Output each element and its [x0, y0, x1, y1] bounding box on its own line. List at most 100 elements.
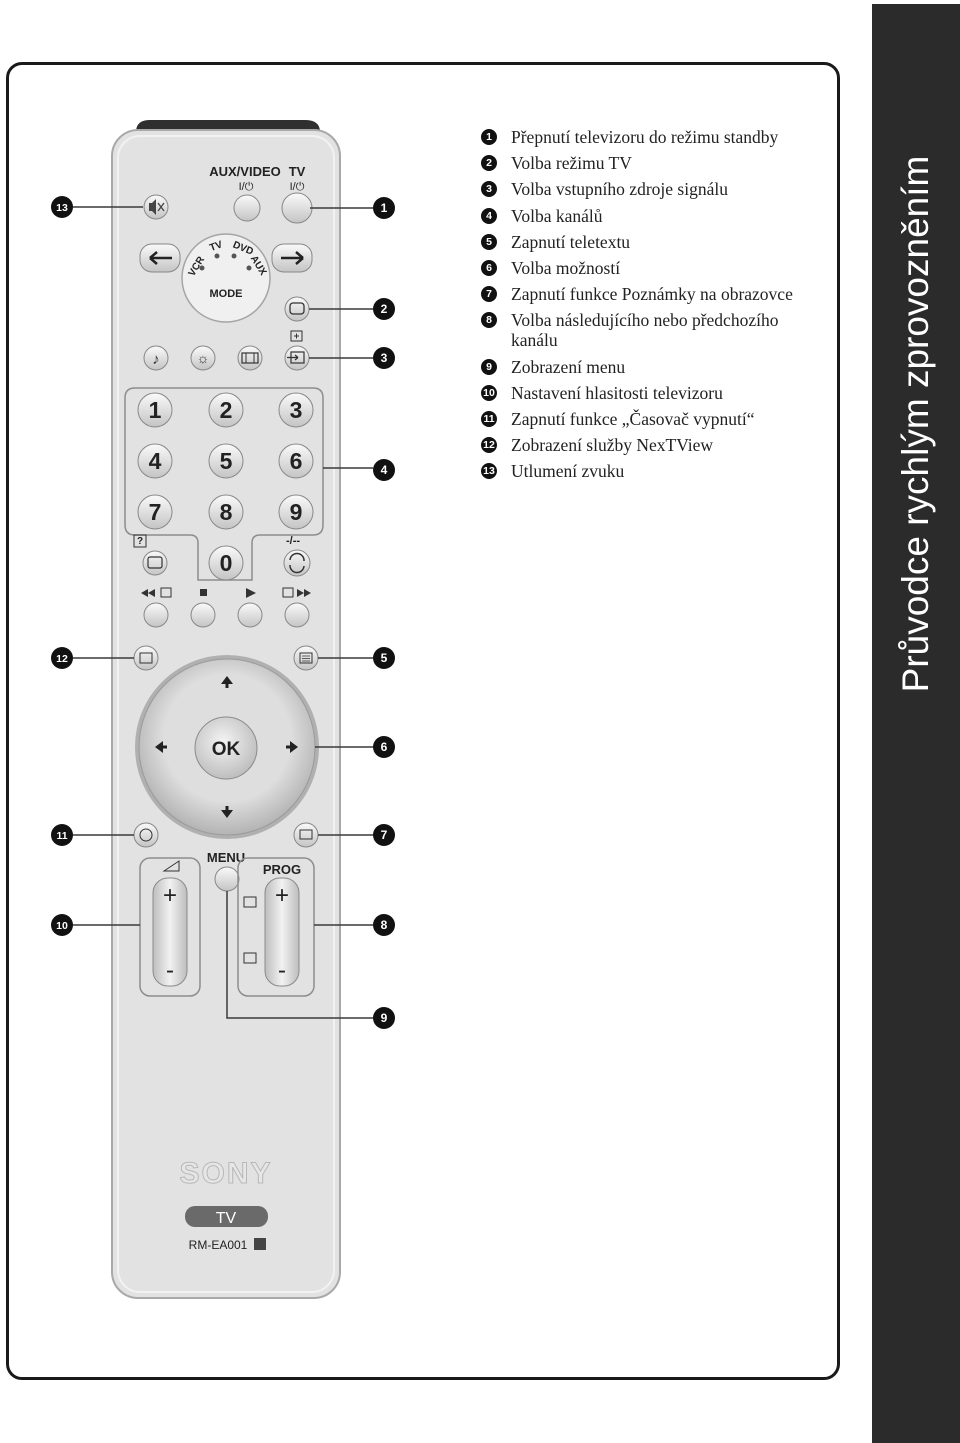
mode-indicator-dots [199, 253, 252, 271]
callout-4-label: 4 [381, 463, 388, 477]
digit-1-button[interactable] [137, 392, 173, 428]
aux-power-symbol: I/⏻ [239, 181, 254, 193]
fast-forward-button[interactable] [284, 602, 310, 628]
callout-3 [373, 347, 395, 369]
nav-right-icon [286, 741, 298, 753]
digit-4-label: 4 [149, 448, 162, 474]
play-icon [246, 588, 256, 598]
play-button[interactable] [237, 602, 263, 628]
input-select-icon [287, 351, 305, 364]
digit-4-button[interactable] [137, 443, 173, 479]
digit-6-label: 6 [290, 448, 303, 474]
tv-label: TV [289, 164, 306, 179]
teletext-button[interactable] [293, 645, 319, 671]
question-mark-label: ? [137, 536, 143, 547]
mode-label: MODE [210, 288, 243, 300]
picture-button[interactable] [190, 345, 216, 371]
digit-1-label: 1 [149, 397, 162, 423]
rewind-icon [141, 589, 155, 597]
ok-label: OK [212, 739, 241, 760]
legend-item: 13 Utlumení zvuku [480, 461, 820, 481]
callout-9-label: 9 [381, 1011, 388, 1025]
callout-12 [51, 647, 73, 669]
on-screen-info-button[interactable] [293, 822, 319, 848]
callout-2-label: 2 [381, 302, 388, 316]
legend-number: 10 [481, 384, 497, 401]
screen-format-button[interactable] [237, 345, 263, 371]
prog-plus-label: + [275, 882, 289, 909]
callout-5-label: 5 [381, 651, 388, 665]
digit-0-button[interactable] [208, 545, 244, 581]
mode-dial[interactable] [181, 233, 271, 323]
callout-3-label: 3 [381, 351, 388, 365]
question-mark-box [133, 534, 147, 548]
legend-text: Přepnutí televizoru do režimu standby [511, 127, 779, 147]
sleep-timer-button[interactable] [133, 822, 159, 848]
legend-number: 13 [481, 463, 497, 480]
tv-mode-button[interactable] [284, 296, 310, 322]
channel-dash-label: -/-- [286, 535, 300, 547]
nextview-icon [139, 652, 153, 664]
legend-text: Zapnutí funkce Poznámky na obrazovce [511, 284, 793, 305]
callout-1 [373, 197, 395, 219]
digit-8-button[interactable] [208, 494, 244, 530]
music-note-icon: ♪ [152, 351, 160, 368]
stop-button[interactable] [190, 602, 216, 628]
legend-text: Volba vstupního zdroje signálu [511, 179, 728, 200]
skip-forward-icon [282, 587, 294, 598]
callout-markers [51, 196, 395, 1029]
callout-12-label: 12 [56, 653, 68, 665]
digit-3-button[interactable] [278, 392, 314, 428]
menu-label: MENU [207, 850, 245, 865]
digit-2-label: 2 [220, 397, 233, 423]
digit-6-button[interactable] [278, 443, 314, 479]
leader-lines [73, 206, 373, 1019]
sony-logo: SONY [179, 1157, 272, 1190]
digit-2-button[interactable] [208, 392, 244, 428]
legend-item: 1 Přepnutí televizoru do režimu standby [480, 127, 820, 147]
callout-4 [373, 459, 395, 481]
legend-text: Zapnutí teletextu [511, 231, 631, 252]
callout-1-label: 1 [381, 201, 388, 215]
legend-number: 3 [481, 181, 497, 198]
stop-icon [200, 589, 207, 596]
callout-13 [51, 196, 73, 218]
rewind-button[interactable] [143, 602, 169, 628]
skip-back-icon [160, 587, 172, 598]
brightness-icon: ☼ [197, 350, 210, 366]
nextview-button[interactable] [133, 645, 159, 671]
remote-diagram: AUX/VIDEO TV I/⏻ I/⏻ VCR TV DVD AUX MODE… [51, 120, 395, 1299]
menu-button[interactable] [214, 866, 240, 892]
legend-number: 1 [481, 129, 497, 145]
legend-text: Utlumení zvuku [511, 461, 625, 482]
digit-5-button[interactable] [208, 443, 244, 479]
callout-10 [51, 914, 73, 936]
prog-rocker[interactable] [264, 877, 300, 987]
mode-tv-label: TV [208, 239, 224, 254]
tv-badge-label: TV [216, 1210, 237, 1227]
aux-standby-button[interactable] [233, 194, 261, 222]
digit-9-button[interactable] [278, 494, 314, 530]
callout-6-label: 6 [381, 740, 388, 754]
tv-standby-button[interactable] [281, 192, 313, 224]
ok-button[interactable] [194, 716, 258, 780]
sound-button[interactable] [143, 345, 169, 371]
tv-power-symbol: I/⏻ [290, 181, 305, 193]
callout-11-label: 11 [56, 830, 67, 842]
page-up-icon [243, 896, 257, 908]
arrow-right-icon [281, 251, 304, 265]
legend-number: 11 [481, 410, 497, 427]
on-screen-info-icon [299, 829, 313, 840]
mute-icon [149, 199, 165, 215]
remote-body-highlight [117, 135, 335, 1293]
callout-7-label: 7 [381, 828, 388, 842]
volume-rocker[interactable] [152, 877, 188, 987]
digit-7-button[interactable] [137, 494, 173, 530]
info-button[interactable] [142, 550, 168, 576]
